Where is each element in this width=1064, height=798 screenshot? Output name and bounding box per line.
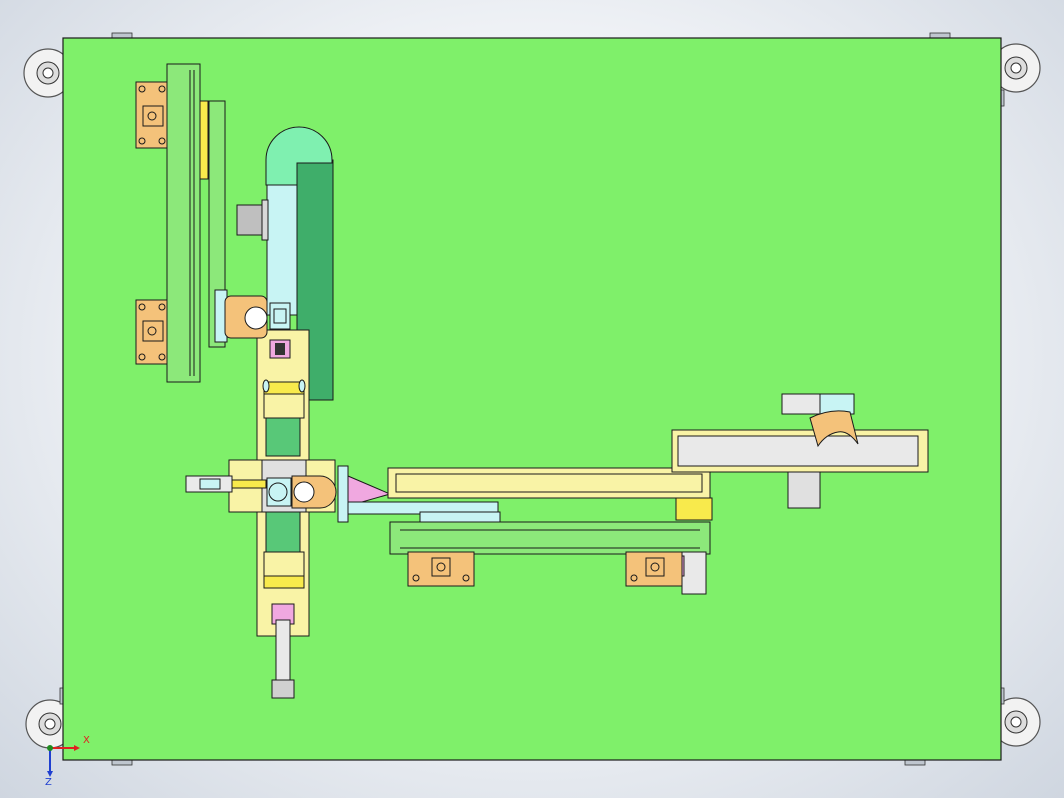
caster-wheel-top-left: [23, 48, 73, 98]
vertical-conveyor[interactable]: [166, 63, 228, 383]
mount-block: [625, 551, 683, 587]
belt-guide[interactable]: [236, 126, 334, 401]
mount-block: [135, 81, 168, 149]
gripper-cylinder[interactable]: [185, 475, 267, 493]
caster-wheel-top-right: [991, 43, 1041, 93]
axis-z-label: Z: [45, 777, 52, 788]
horizontal-rail-arm[interactable]: [337, 465, 713, 595]
caster-wheel-bottom-left: [25, 699, 75, 749]
upper-conveyor[interactable]: [671, 393, 929, 509]
coordinate-triad: [47, 745, 80, 777]
mount-block: [407, 551, 475, 587]
mount-block: [135, 299, 168, 365]
axis-x-label: X: [83, 735, 90, 746]
